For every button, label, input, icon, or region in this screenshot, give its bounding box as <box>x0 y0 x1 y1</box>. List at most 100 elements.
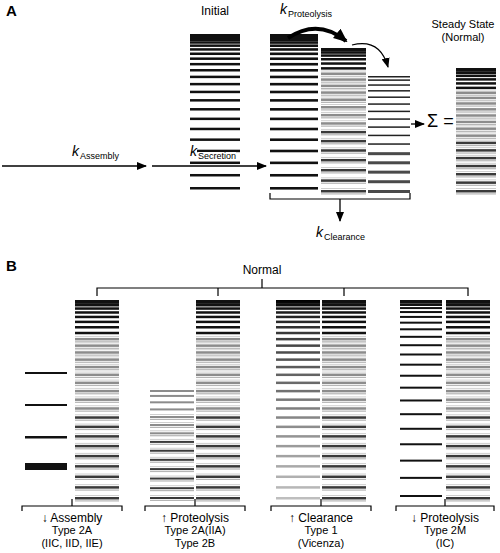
proteolysis-arrow-major <box>288 29 346 41</box>
gel-band <box>456 173 496 176</box>
gel-band <box>322 364 366 365</box>
gel-band <box>196 348 240 349</box>
gel-band <box>150 457 194 458</box>
gel-band <box>456 89 496 90</box>
node-heading: Steady State (Normal) <box>430 18 496 44</box>
gel-band <box>322 385 366 386</box>
gel-band <box>446 377 490 378</box>
gel-band <box>446 435 490 438</box>
gel-band <box>276 435 320 438</box>
gel-band <box>368 171 410 174</box>
gel-band <box>368 143 410 145</box>
clearance-bracket <box>270 193 410 199</box>
gel-band <box>322 416 366 419</box>
gel-band <box>456 100 496 101</box>
gel-band <box>322 344 366 347</box>
gel-band <box>446 448 490 449</box>
gel-band <box>75 332 119 335</box>
gel-band <box>456 131 496 132</box>
gel-band <box>400 307 442 309</box>
gel-band <box>322 390 366 393</box>
gel-band <box>446 458 490 459</box>
gel-band <box>322 316 366 319</box>
gel-band <box>276 382 320 385</box>
gel-band <box>322 426 366 429</box>
gel-band <box>446 426 490 429</box>
gel-band <box>321 83 366 84</box>
gel-band <box>400 304 442 306</box>
label-bracket <box>22 499 122 511</box>
gel-band <box>270 57 318 60</box>
gel-band <box>456 179 496 180</box>
gel-band <box>321 177 366 178</box>
gel-band <box>25 372 67 374</box>
gel-band <box>322 356 366 357</box>
gel-band <box>196 301 240 304</box>
gel-band <box>196 445 240 448</box>
gel-band <box>150 414 194 415</box>
gel-band <box>368 190 410 193</box>
gel-band <box>322 342 366 343</box>
gel-band <box>196 304 240 307</box>
gel-band <box>196 433 240 434</box>
mechanism-label: ↓ ProteolysisType 2M(IC) <box>396 512 494 549</box>
gel-band <box>150 441 194 443</box>
gel-band <box>196 497 240 500</box>
gel-band <box>446 455 490 458</box>
gel-band <box>321 76 366 77</box>
gel-band <box>75 390 119 393</box>
gel-band <box>276 304 320 307</box>
gel-band <box>150 448 194 449</box>
gel-band <box>321 140 366 143</box>
gel-band <box>75 336 119 337</box>
gel-band <box>446 479 490 480</box>
gel-band <box>321 159 366 162</box>
gel-band <box>276 338 320 341</box>
gel-band <box>196 424 240 425</box>
gel-band <box>150 432 194 434</box>
gel-band <box>322 358 366 361</box>
gel-band <box>446 307 490 310</box>
gel-band <box>270 162 318 165</box>
gel-band <box>196 479 240 480</box>
gel-band <box>321 172 366 173</box>
gel-band <box>196 486 240 489</box>
gel-band <box>446 416 490 419</box>
gel-band <box>446 474 490 475</box>
gel-band <box>276 445 320 448</box>
gel-band <box>150 422 194 423</box>
gel-band <box>322 366 366 369</box>
gel-band <box>322 474 366 475</box>
gel-band <box>456 157 496 160</box>
gel-band <box>196 388 240 389</box>
gel-band <box>321 102 366 103</box>
gel-band <box>196 429 240 430</box>
gel-band <box>75 420 119 421</box>
gel-band <box>196 316 240 319</box>
gel-band <box>322 489 366 490</box>
gel-band <box>322 341 366 342</box>
gel-band <box>270 91 318 94</box>
gel-band <box>196 453 240 454</box>
gel-band <box>446 463 490 464</box>
node-heading: Initial <box>180 4 250 18</box>
gel-band <box>446 366 490 369</box>
gel-band <box>75 356 119 357</box>
gel-band <box>322 420 366 421</box>
gel-band <box>446 338 490 341</box>
gel-band <box>150 478 194 480</box>
gel-band <box>322 374 366 377</box>
gel-band <box>270 118 318 121</box>
gel-band <box>322 349 366 350</box>
gel-band <box>456 112 496 113</box>
gel-band <box>276 321 320 324</box>
gel-band <box>446 369 490 370</box>
gel-band <box>322 388 366 389</box>
gel-band <box>368 90 410 92</box>
gel-band <box>400 375 442 377</box>
gel-band <box>446 443 490 444</box>
gel-band <box>150 497 194 499</box>
gel-band <box>446 336 490 337</box>
gel-band <box>322 351 366 354</box>
node-text: (IIC, IID, IIE) <box>41 537 102 549</box>
